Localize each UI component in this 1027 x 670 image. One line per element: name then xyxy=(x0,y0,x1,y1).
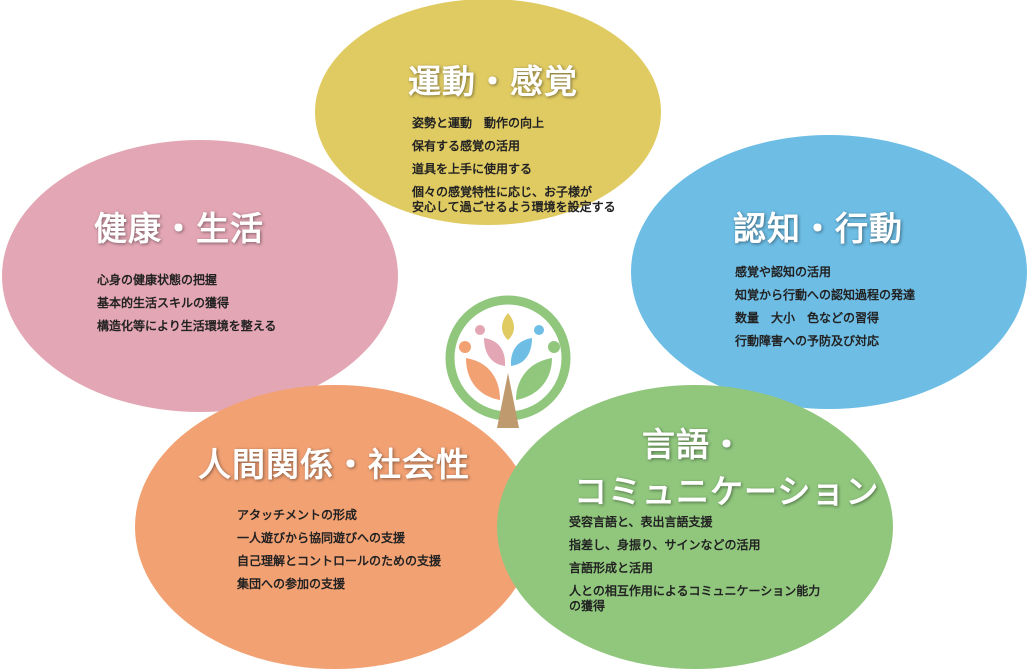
language-title-line1: 言語・ xyxy=(642,425,744,464)
language-list: 受容言語と、表出言語支援 指差し、身振り、サインなどの活用 言語形成と活用 人と… xyxy=(569,515,820,622)
list-item: 集団への参加の支援 xyxy=(237,577,346,591)
list-item: 知覚から行動への認知過程の発達 xyxy=(735,288,916,302)
list-item: 一人遊びから協同遊びへの支援 xyxy=(237,531,406,545)
list-item: 個々の感覚特性に応じ、お子様が 安心して過ごせるよう環境を設定する xyxy=(412,185,616,214)
cognition-ellipse xyxy=(631,135,1027,409)
health-ellipse xyxy=(2,140,398,412)
list-item: 行動障害への予防及び対応 xyxy=(735,334,880,348)
health-title: 健康・生活 xyxy=(94,209,264,248)
social-title: 人間関係・社会性 xyxy=(198,445,470,484)
list-item: 指差し、身振り、サインなどの活用 xyxy=(569,538,761,552)
tree-logo-icon xyxy=(445,295,571,428)
motor-ellipse xyxy=(315,0,661,225)
list-item: 数量 大小 色などの習得 xyxy=(735,311,880,325)
list-item: 構造化等により生活環境を整える xyxy=(97,319,277,333)
list-item: 基本的生活スキルの獲得 xyxy=(97,296,230,310)
health-list: 心身の健康状態の把握 基本的生活スキルの獲得 構造化等により生活環境を整える xyxy=(97,273,276,342)
motor-title: 運動・感覚 xyxy=(408,62,578,101)
motor-list: 姿勢と運動 動作の向上 保有する感覚の活用 道具を上手に使用する 個々の感覚特性… xyxy=(412,116,616,223)
list-item: 受容言語と、表出言語支援 xyxy=(569,515,713,529)
list-item: 自己理解とコントロールのための支援 xyxy=(237,554,442,568)
social-list: アタッチメントの形成 一人遊びから協同遊びへの支援 自己理解とコントロールのため… xyxy=(237,508,441,600)
list-item: 言語形成と活用 xyxy=(569,561,654,575)
list-item: 姿勢と運動 動作の向上 xyxy=(412,116,545,130)
list-item: 保有する感覚の活用 xyxy=(412,139,521,153)
cognition-title: 認知・行動 xyxy=(733,209,903,248)
language-title-line2: コミュニケーション xyxy=(574,472,880,511)
list-item: アタッチメントの形成 xyxy=(237,508,358,522)
list-item: 道具を上手に使用する xyxy=(412,162,533,176)
social-ellipse xyxy=(135,385,535,669)
language-ellipse xyxy=(497,385,893,669)
list-item: 心身の健康状態の把握 xyxy=(97,273,218,287)
cognition-list: 感覚や認知の活用 知覚から行動への認知過程の発達 数量 大小 色などの習得 行動… xyxy=(735,265,915,357)
list-item: 感覚や認知の活用 xyxy=(735,265,832,279)
list-item: 人との相互作用によるコミュニケーション能力 の獲得 xyxy=(569,584,821,613)
